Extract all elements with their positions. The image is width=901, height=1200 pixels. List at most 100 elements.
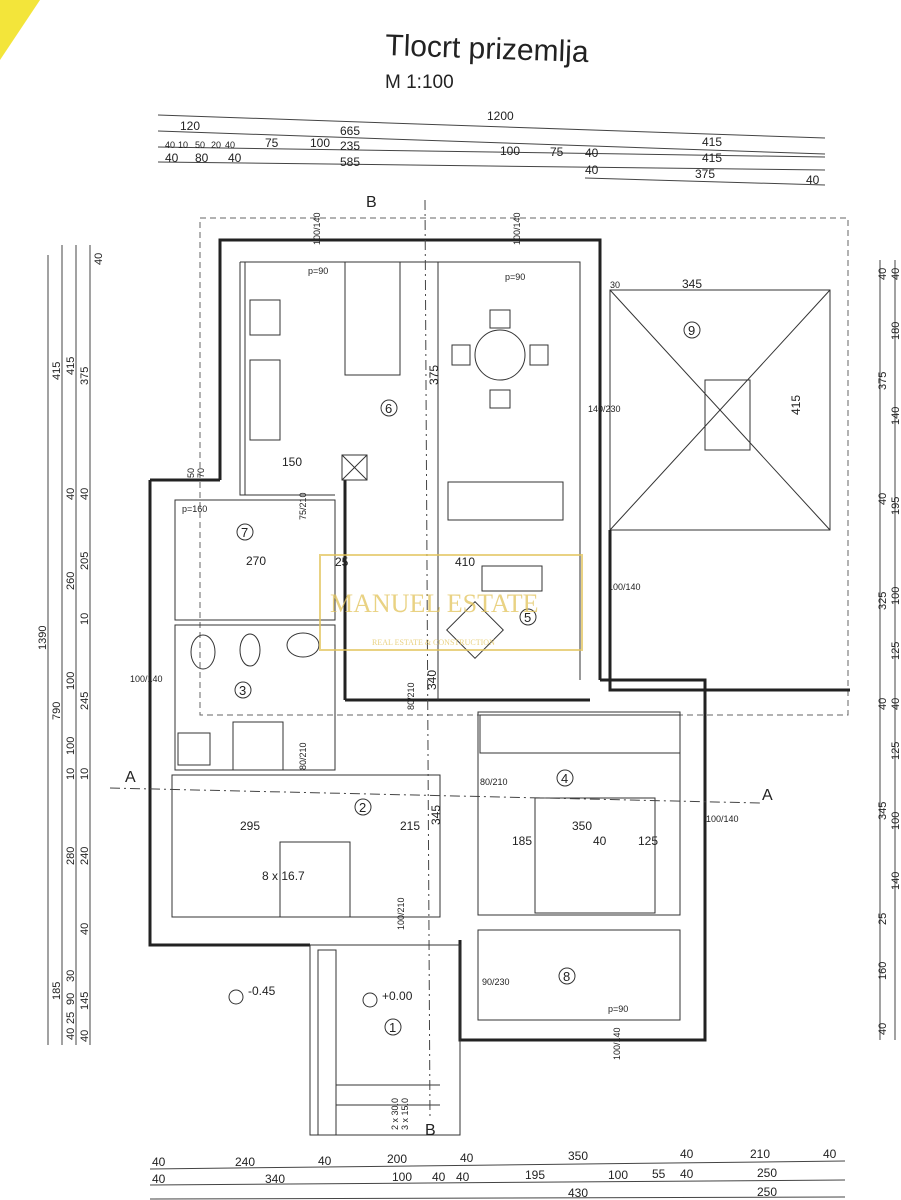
label: 215 [400, 819, 420, 833]
stairs-label: 8 x 16.7 [262, 869, 305, 883]
label: 100/140 [706, 814, 739, 824]
label: 270 [246, 554, 266, 568]
room-8-number: 8 [563, 969, 570, 984]
dim: 415 [51, 362, 63, 380]
room-1-number: 1 [389, 1020, 396, 1035]
label: 80/210 [480, 777, 508, 787]
dim: 40 [680, 1147, 694, 1161]
label: 100/140 [130, 674, 163, 684]
dim: 40 [318, 1154, 332, 1168]
dim: 40 [877, 698, 889, 710]
dim: 125 [890, 742, 901, 760]
label: 410 [455, 555, 475, 569]
dim: 40 [165, 151, 179, 165]
dim: 185 [51, 982, 63, 1000]
label: 80/210 [406, 682, 416, 710]
dim: 375 [877, 372, 889, 390]
plan-scale: M 1:100 [385, 72, 454, 93]
label: 25 [335, 555, 349, 569]
right-dimensions: 40 375 40 325 40 345 25 160 40 40 180 14… [877, 260, 901, 1040]
dim: 40 [228, 151, 242, 165]
dim: 40 [65, 488, 77, 500]
dim: 325 [877, 592, 889, 610]
dim: 340 [265, 1172, 285, 1186]
label: 75/210 [298, 492, 308, 520]
section-b-bottom: B [425, 1122, 436, 1139]
sofa [447, 481, 564, 521]
dim: 40 [432, 1170, 446, 1184]
dim: 430 [568, 1186, 588, 1200]
dim: 40 [225, 140, 235, 150]
dim: 40 [877, 1023, 889, 1035]
label: 2 x 30.0 [390, 1098, 400, 1130]
paper-corner [0, 0, 40, 60]
dim: 40 [680, 1167, 694, 1181]
dim: 350 [568, 1149, 588, 1163]
dim: 100 [890, 812, 901, 830]
dim: 10 [79, 613, 91, 625]
dim: 200 [387, 1152, 407, 1166]
label: 140/230 [588, 404, 621, 414]
dim: 40 [79, 923, 91, 935]
dim: 25 [877, 913, 889, 925]
dim: 345 [877, 802, 889, 820]
dim: 120 [180, 119, 200, 133]
label: 375 [427, 365, 441, 385]
dim: 40 [456, 1170, 470, 1184]
dim: 40 [93, 253, 105, 265]
dim: 40 [877, 268, 889, 280]
dim: 40 [890, 268, 901, 280]
section-b-top: B [366, 194, 377, 211]
dim: 280 [65, 847, 77, 865]
dim: 40 [79, 1030, 91, 1042]
label: 150 [282, 455, 302, 469]
section-a-right: A [762, 787, 773, 804]
dim: 40 [585, 146, 599, 160]
dim: 100 [65, 737, 77, 755]
bottom-dimensions: 40 240 40 200 40 350 40 210 40 40 340 10… [149, 1147, 846, 1200]
watermark-tagline: REAL ESTATE & CONSTRUCTION [372, 638, 495, 647]
dim: 10 [65, 768, 77, 780]
room-3-number: 3 [239, 683, 246, 698]
plan-title: Tlocrt prizemlja [385, 29, 590, 69]
dim: 40 [65, 1028, 77, 1040]
label: 100/140 [612, 1027, 622, 1060]
dim: 245 [79, 692, 91, 710]
dim: 40 [890, 698, 901, 710]
watermark-brand: MANUEL ESTATE [330, 589, 539, 618]
label: 80/210 [298, 742, 308, 770]
dim: 100 [392, 1170, 412, 1184]
dim: 10 [178, 140, 188, 150]
label: p=90 [505, 272, 525, 282]
label: 100/210 [396, 897, 406, 930]
dim: 100 [890, 587, 901, 605]
dim: 415 [702, 135, 722, 149]
dim: 375 [79, 367, 91, 385]
level-0: +0.00 [382, 989, 413, 1003]
label: 100/140 [312, 212, 322, 245]
dim: 1390 [37, 626, 49, 650]
dim: 585 [340, 155, 360, 169]
dim: 145 [79, 992, 91, 1010]
label: 345 [682, 277, 702, 291]
label: 90/230 [482, 977, 510, 987]
dim: 195 [890, 497, 901, 515]
label: 100/140 [608, 582, 641, 592]
furniture [177, 299, 751, 918]
dim: 790 [51, 702, 63, 720]
dim: 40 [79, 488, 91, 500]
dim: 140 [890, 872, 901, 890]
dim: 235 [340, 139, 360, 153]
dim: 205 [79, 552, 91, 570]
dim: 40 [152, 1172, 166, 1186]
dim: 100 [608, 1168, 628, 1182]
dim: 195 [525, 1168, 545, 1182]
room-9-number: 9 [688, 323, 695, 338]
dim: 30 [65, 970, 77, 982]
room-5-number: 5 [524, 610, 531, 625]
room-4-number: 4 [561, 771, 568, 786]
dim: 125 [890, 642, 901, 660]
walls [148, 217, 850, 1136]
dim: 50 [195, 140, 205, 150]
